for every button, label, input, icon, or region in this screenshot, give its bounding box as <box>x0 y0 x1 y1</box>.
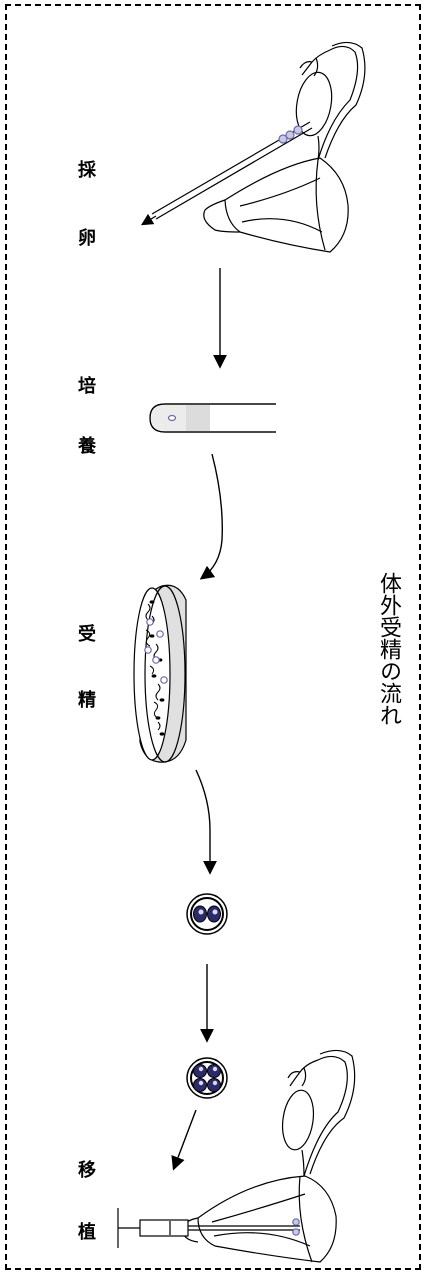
uterus-transfer-illustration <box>181 1049 356 1263</box>
dashed-frame <box>5 4 421 1270</box>
diagram-title: 体外受精の流れ <box>376 572 401 726</box>
four-cell-embryo-illustration <box>186 1057 228 1099</box>
flow-arrow-5 <box>171 1109 197 1171</box>
petri-dish-illustration <box>133 584 187 763</box>
flow-arrow-3 <box>195 769 217 875</box>
retrieved-eggs <box>278 125 303 144</box>
uterus-retrieval-illustration <box>203 41 366 253</box>
transfer-catheter <box>117 1208 300 1248</box>
flow-arrow-2 <box>199 453 223 580</box>
two-cell-embryo-illustration <box>186 893 228 935</box>
transferred-embryos <box>292 1218 300 1236</box>
culture-tube-illustration <box>149 403 276 433</box>
